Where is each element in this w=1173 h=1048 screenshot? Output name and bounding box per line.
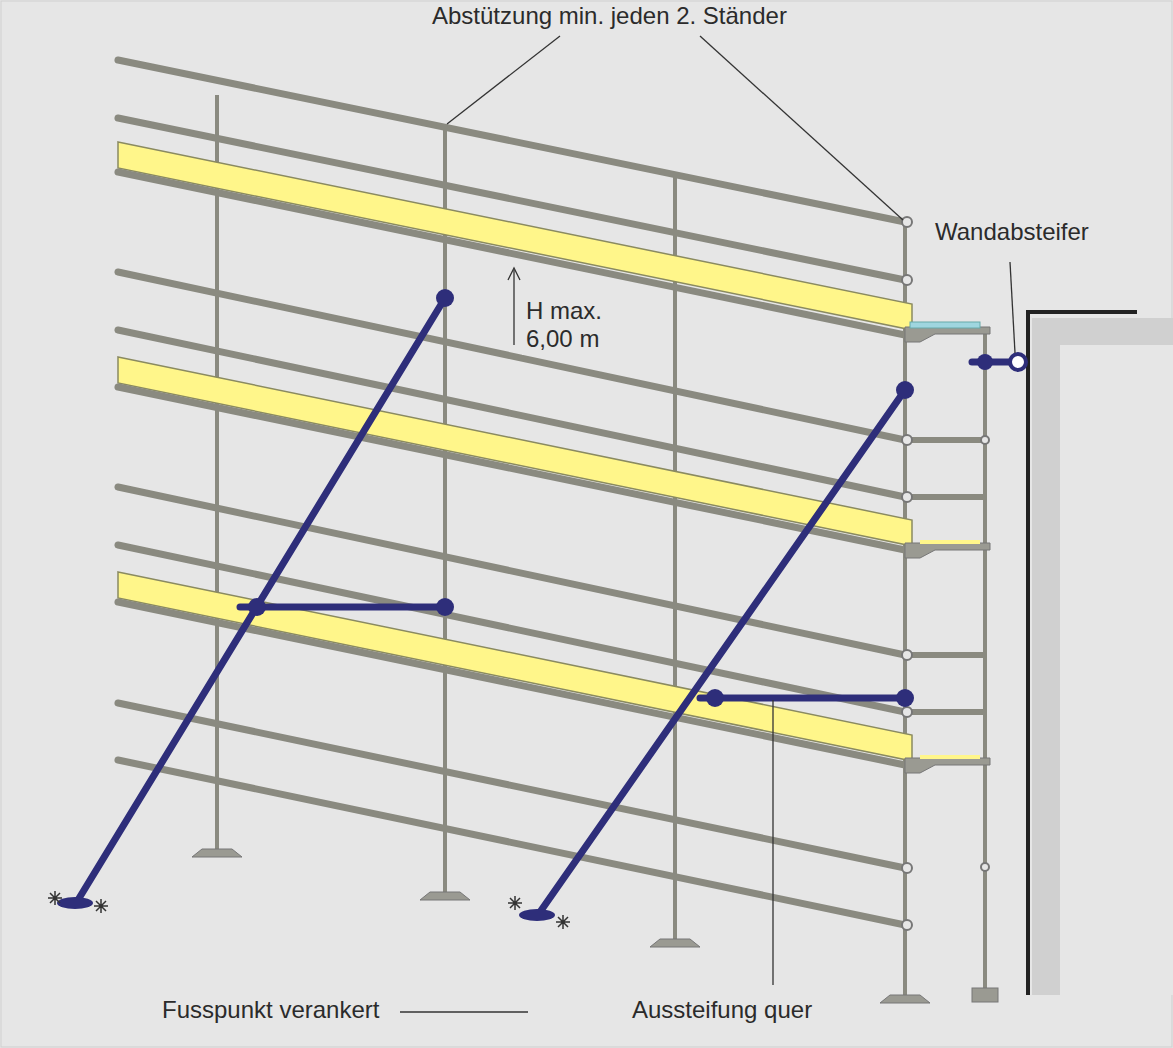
callout-label: H max. 6,00 m xyxy=(522,295,625,355)
callout-label: Aussteifung quer xyxy=(632,996,812,1024)
callout-label: Fusspunkt verankert xyxy=(162,996,379,1024)
callout-label: Abstützung min. jeden 2. Ständer xyxy=(432,2,787,30)
callout-label: Wandabsteifer xyxy=(935,218,1089,246)
